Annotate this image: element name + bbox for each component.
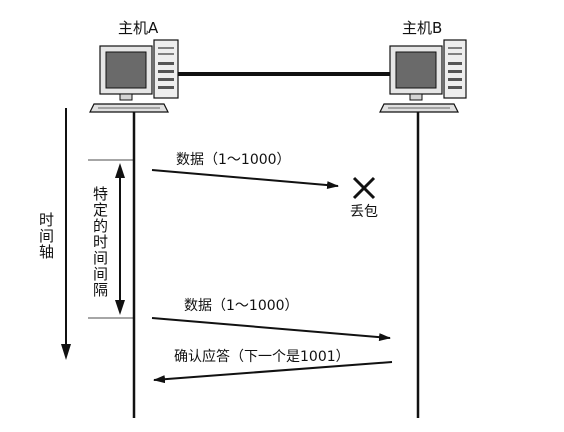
time-axis-label: 时间轴 (37, 212, 55, 260)
host-a-computer-icon (89, 39, 179, 113)
host-a-label: 主机A (118, 19, 159, 37)
interval-arrowhead-bottom (115, 300, 125, 315)
resent-data-arrow (151, 317, 391, 342)
first-data-arrow (151, 169, 339, 190)
resent-data-label: 数据（1～1000） (184, 298, 299, 314)
interval-label: 特定的时间间隔 (91, 186, 109, 298)
packet-lost-x-icon (352, 176, 376, 200)
ack-arrow (153, 361, 393, 384)
host-b-computer-icon (379, 39, 467, 113)
first-data-label: 数据（1～1000） (176, 152, 291, 168)
time-axis-arrowhead (61, 344, 71, 360)
packet-lost-label: 丢包 (350, 204, 378, 220)
interval-arrowhead-top (115, 163, 125, 178)
ack-label: 确认应答（下一个是1001） (174, 349, 350, 365)
host-b-label: 主机B (402, 19, 443, 37)
